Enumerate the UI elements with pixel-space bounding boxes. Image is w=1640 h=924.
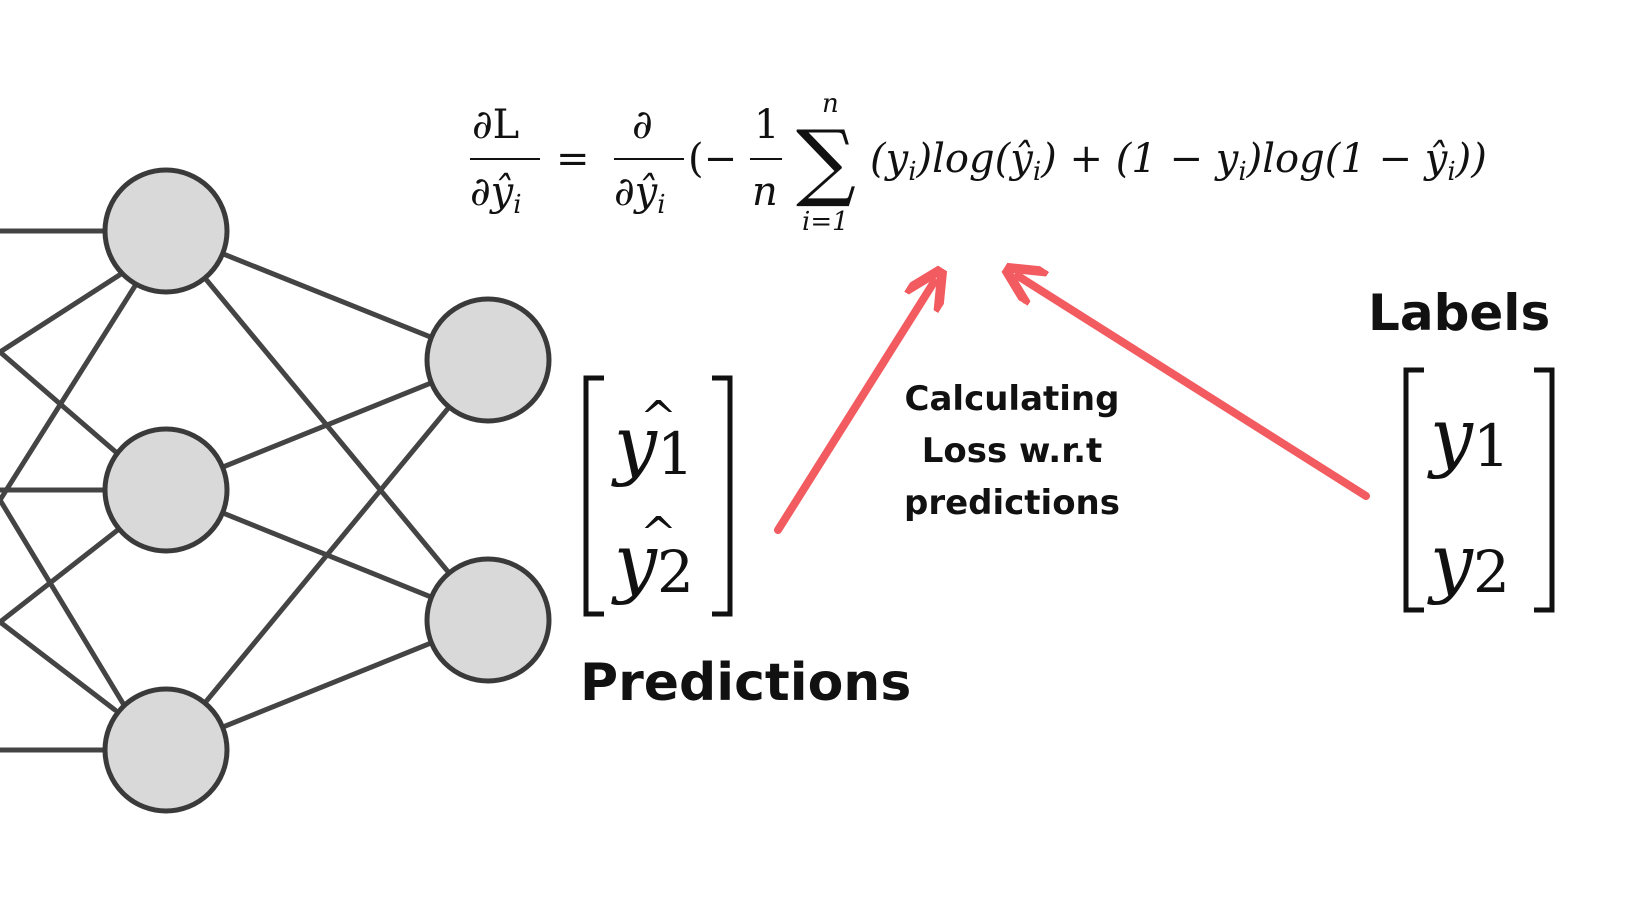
network-edges: [0, 228, 491, 753]
predictions-vector: ^ y1 ^ y2 Predictions: [580, 375, 911, 713]
network-nodes: [102, 167, 552, 814]
prediction-1-hat: ^: [640, 392, 677, 443]
edge-in-d: [0, 497, 133, 718]
prediction-1: y1: [611, 399, 694, 488]
hidden-node-2: [102, 426, 230, 554]
label-2: y2: [1427, 517, 1510, 606]
derivative-denominator: ∂ŷi: [614, 169, 666, 220]
annotation-text: Calculating Loss w.r.t predictions: [904, 379, 1120, 523]
edge-in-a: [0, 262, 138, 355]
annotation-line-1: Calculating: [905, 379, 1120, 419]
derivative-numerator: ∂: [632, 102, 653, 148]
arrow-from-labels: [1018, 276, 1370, 500]
annotation-line-3: predictions: [904, 483, 1120, 523]
sum-lower-limit: i=1: [802, 207, 849, 237]
edge-in-b: [0, 349, 128, 463]
labels-right-bracket: [1534, 367, 1555, 613]
predictions-right-bracket: [712, 375, 733, 617]
annotation-line-2: Loss w.r.t: [922, 431, 1103, 471]
sum-upper-limit: n: [822, 89, 839, 119]
hidden-node-3: [102, 686, 230, 814]
predictions-label: Predictions: [580, 653, 911, 713]
labels-label: Labels: [1368, 284, 1550, 342]
edge-in-f: [0, 619, 118, 713]
edge-in-e: [0, 519, 131, 625]
equals-sign: =: [556, 136, 590, 182]
loss-derivative-equation: ∂L ∂ŷi = ∂ ∂ŷi (− 1 n n ∑ i=1 (yi)log(ŷi…: [470, 89, 1487, 237]
lhs-denominator: ∂ŷi: [470, 169, 522, 220]
prediction-2: y2: [611, 517, 694, 606]
output-node-2: [424, 556, 552, 684]
fraction-one-numerator: 1: [754, 102, 779, 148]
loss-terms: (yi)log(ŷi) + (1 − yi)log(1 − ŷi)): [870, 136, 1487, 187]
label-1: y1: [1427, 391, 1510, 480]
arrows: [774, 276, 1370, 534]
edge-in-c: [0, 275, 143, 503]
open-paren-minus: (−: [688, 136, 737, 182]
prediction-2-hat: ^: [640, 508, 677, 559]
output-node-1: [424, 296, 552, 424]
predictions-left-bracket: [583, 375, 604, 617]
edge-h3-o1: [163, 357, 491, 753]
labels-vector: Labels y1 y2: [1368, 284, 1555, 613]
labels-left-bracket: [1403, 367, 1424, 613]
hidden-node-1: [102, 167, 230, 295]
lhs-numerator: ∂L: [472, 102, 519, 148]
arrow-from-predictions: [774, 282, 934, 534]
sum-symbol: ∑: [796, 112, 856, 210]
fraction-one-denominator: n: [752, 169, 778, 215]
